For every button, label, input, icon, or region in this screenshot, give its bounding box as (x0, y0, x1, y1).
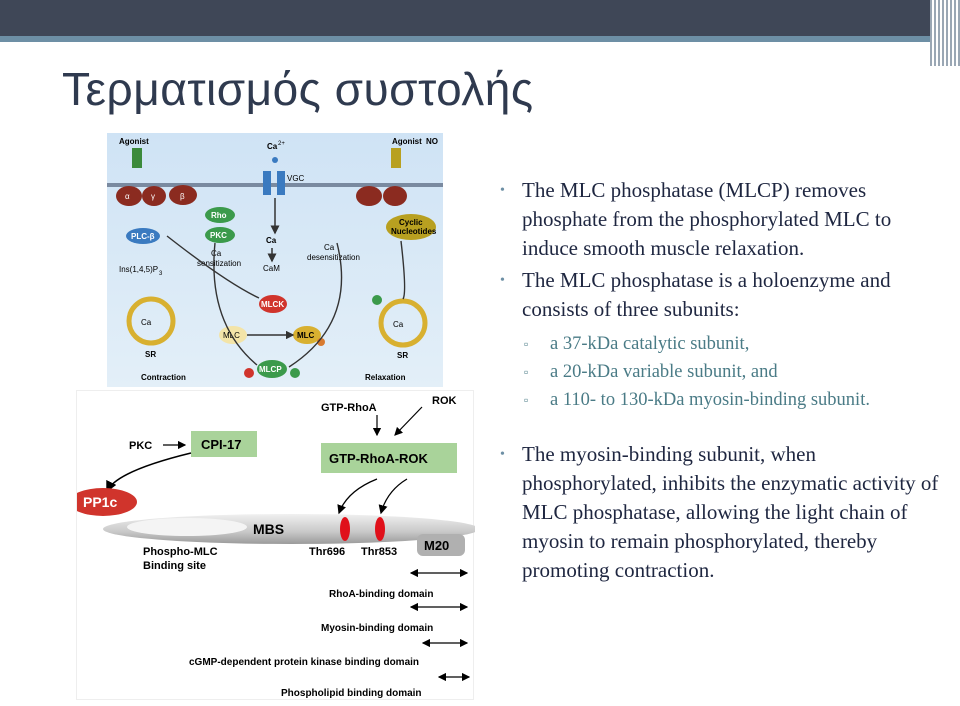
m20-box (417, 534, 465, 556)
ip3-label: Ins(1,4,5)P (119, 265, 158, 274)
svg-text:Ca: Ca (211, 249, 222, 258)
svg-text:PLC-β: PLC-β (131, 232, 155, 241)
svg-text:2+: 2+ (278, 141, 285, 147)
bullet-item: • The MLC phosphatase is a holoenzyme an… (500, 268, 891, 321)
sr-right (378, 298, 428, 348)
agonist-left-label: Agonist (119, 137, 149, 146)
cgmp-domain-label: cGMP-dependent protein kinase binding do… (189, 657, 419, 668)
square-bullet-icon: ▫ (524, 365, 529, 379)
svg-text:Rho: Rho (211, 211, 227, 220)
svg-text:GTP-RhoA-ROK: GTP-RhoA-ROK (329, 451, 429, 466)
agonist-right-label: Agonist (392, 137, 422, 146)
sensitization-label: sensitization (197, 259, 241, 268)
plus-badge (290, 368, 300, 378)
sr-right-label: SR (397, 351, 408, 360)
vgc-channel-right (277, 171, 285, 195)
svg-text:MLCK: MLCK (261, 300, 284, 309)
banner-stripes (930, 0, 960, 66)
binding-site-label: Binding site (143, 560, 206, 572)
svg-text:MLCP: MLCP (259, 365, 282, 374)
top-banner (0, 0, 960, 40)
sub-bullet-item: ▫ a 37-kDa catalytic subunit, (498, 330, 948, 358)
cam-label: CaM (263, 264, 280, 273)
pp1c-node (69, 488, 137, 516)
pkc-label: PKC (129, 440, 152, 452)
bullet-list: • The MLC phosphatase (MLCP) removes pho… (498, 176, 948, 585)
svg-text:PKC: PKC (210, 231, 227, 240)
cpi17-box (191, 431, 257, 457)
svg-text:Cyclic: Cyclic (399, 218, 423, 227)
svg-text:β: β (180, 192, 185, 201)
g-alpha-right (356, 186, 382, 206)
mlcp-structure-diagram: GTP-RhoA ROK PKC CPI-17 GTP-RhoA-ROK PP1… (69, 390, 479, 700)
vgc-label: VGC (287, 174, 305, 183)
relaxation-label: Relaxation (365, 373, 406, 382)
square-bullet-icon: ▫ (524, 393, 529, 407)
sub-bullet-item: ▫ a 20-kDa variable subunit, and (498, 358, 948, 386)
sr-left (126, 296, 176, 346)
bullet-dot-icon: • (500, 447, 505, 462)
bullet-dot-icon: • (500, 273, 505, 288)
svg-text:Nucleotides: Nucleotides (391, 227, 437, 236)
mbs-label: MBS (253, 521, 284, 537)
bullet-dot-icon: • (500, 183, 505, 198)
svg-text:M20: M20 (424, 538, 449, 553)
sr-left-label: SR (145, 350, 156, 359)
pkc-node (205, 227, 235, 243)
agonist-left-receptor (132, 148, 142, 168)
svg-text:PP1c: PP1c (83, 494, 117, 510)
mlck-node (259, 295, 287, 313)
mlc-left-node (219, 326, 247, 344)
gtp-rhoa-rok-box (321, 443, 457, 473)
mlcp-node (257, 360, 287, 378)
pathway-diagram: Agonist α γ β Ca 2+ VGC Agonist NO PLC-β… (107, 133, 443, 387)
bullet-item: • The MLC phosphatase (MLCP) removes pho… (500, 178, 892, 260)
g-alpha-left (116, 186, 142, 206)
thr696-site (340, 517, 350, 541)
gtp-rhoa-label: GTP-RhoA (321, 402, 377, 414)
plus-badge-right (372, 295, 382, 305)
svg-text:Ca: Ca (141, 318, 152, 327)
ca-top-label: Ca (267, 142, 278, 151)
ca-mid-label: Ca (266, 236, 277, 245)
minus-badge (244, 368, 254, 378)
myosin-domain-label: Myosin-binding domain (321, 623, 433, 634)
svg-text:Ca: Ca (324, 243, 335, 252)
thr853-label: Thr853 (361, 546, 397, 558)
square-bullet-icon: ▫ (524, 337, 529, 351)
mlc-right-node (293, 326, 321, 344)
sub-bullet-item: ▫ a 110- to 130-kDa myosin-binding subun… (498, 386, 948, 414)
rho-node (205, 207, 235, 223)
thr696-label: Thr696 (309, 546, 345, 558)
g-beta-left (142, 186, 166, 206)
phospho-mlc-label: Phospho-MLC (143, 546, 218, 558)
rok-label: ROK (432, 395, 457, 407)
slide-title: Τερματισμός συστολής (62, 63, 534, 115)
desensitization-label: desensitization (307, 253, 360, 262)
svg-text:α: α (125, 192, 130, 201)
ca-ion (272, 157, 278, 163)
svg-text:γ: γ (151, 192, 155, 201)
plc-beta-node (126, 228, 160, 244)
vgc-channel-left (263, 171, 271, 195)
phospholipid-domain-label: Phospholipid binding domain (281, 688, 422, 699)
rhoa-domain-label: RhoA-binding domain (329, 589, 433, 600)
svg-text:CPI-17: CPI-17 (201, 437, 241, 452)
cyclic-nucleotides-node (386, 214, 436, 240)
svg-text:MLC: MLC (297, 331, 315, 340)
banner-accent-line (0, 36, 930, 42)
contraction-label: Contraction (141, 373, 186, 382)
g-beta-right (383, 186, 407, 206)
no-label: NO (426, 137, 438, 146)
svg-text:3: 3 (159, 271, 163, 277)
thr853-site (375, 517, 385, 541)
g-gamma-left (169, 185, 197, 205)
agonist-right-receptor (391, 148, 401, 168)
svg-text:Ca: Ca (393, 320, 404, 329)
bullet-item: • The myosin-binding subunit, when phosp… (500, 442, 939, 582)
